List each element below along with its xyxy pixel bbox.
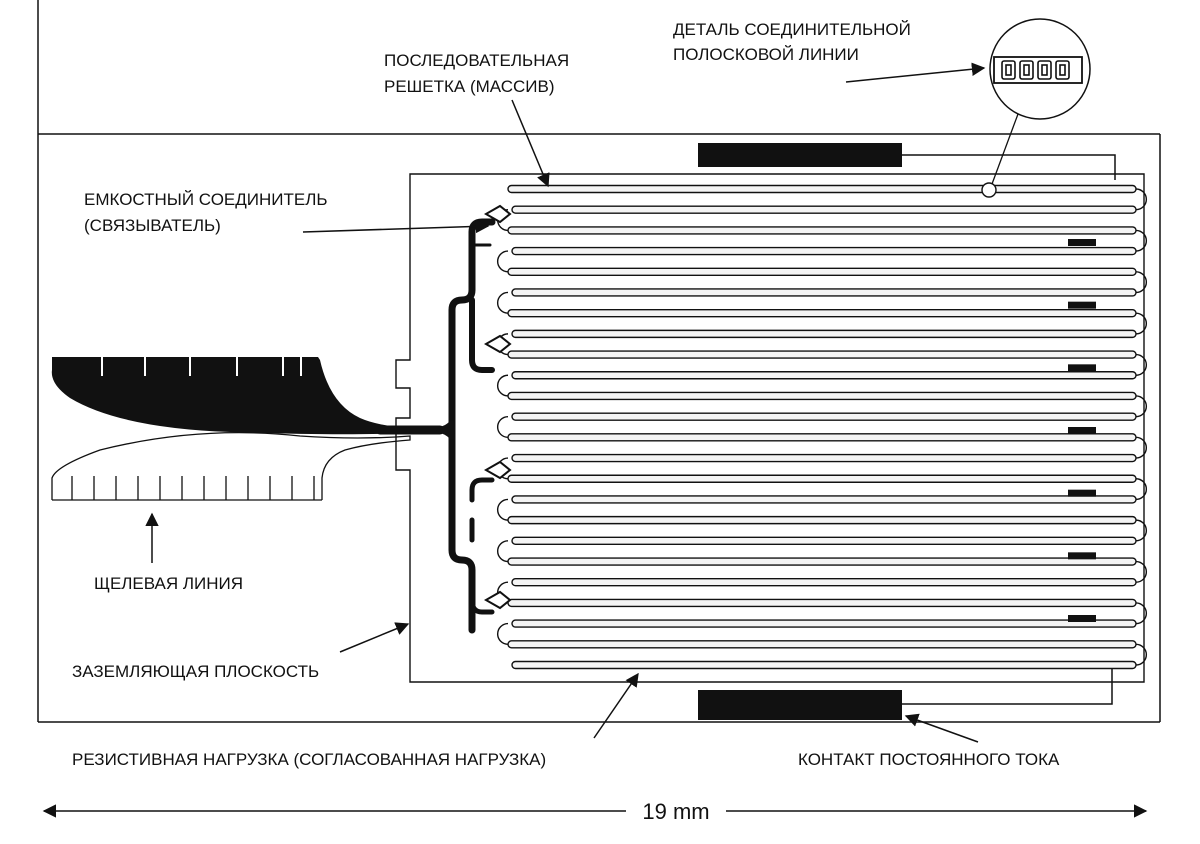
- meander-bend: [1135, 271, 1147, 294]
- ground-plane: [395, 173, 1145, 683]
- load-resistor: [1068, 552, 1096, 560]
- meander-bend: [497, 291, 509, 314]
- label-cap-coupler-line2: (СВЯЗЫВАТЕЛЬ): [84, 216, 221, 235]
- meander-line: [511, 412, 1137, 421]
- meander-bend: [497, 540, 509, 563]
- label-serial-grid-line2: РЕШЕТКА (МАССИВ): [384, 77, 555, 96]
- meander-bend: [1135, 478, 1147, 501]
- dc-contact-pad-bottom: [698, 690, 902, 720]
- meander-bend: [497, 250, 509, 273]
- label-cap-coupler-line1: ЕМКОСТНЫЙ СОЕДИНИТЕЛЬ: [84, 190, 328, 209]
- meander-bend: [1135, 519, 1147, 542]
- meander-line: [507, 557, 1137, 566]
- dimension-label: 19 mm: [642, 799, 709, 824]
- leader-arrows: [145, 62, 986, 743]
- meander-bend: [1135, 188, 1147, 211]
- meander-line: [511, 536, 1137, 546]
- meander-line: [511, 660, 1137, 670]
- meander-line: [507, 308, 1137, 318]
- meander-bend: [1135, 643, 1147, 666]
- load-resistor: [1068, 301, 1096, 309]
- meander-bend: [1135, 560, 1147, 583]
- meander-bend: [1135, 353, 1147, 376]
- meander-line: [507, 226, 1137, 235]
- meander-bend: [1135, 395, 1147, 418]
- meander-line: [511, 329, 1137, 339]
- meander-bend: [497, 415, 509, 439]
- meander-line: [507, 184, 1137, 194]
- load-resistor: [1068, 239, 1096, 246]
- load-resistor: [1068, 615, 1096, 622]
- label-strip-detail-line1: ДЕТАЛЬ СОЕДИНИТЕЛЬНОЙ: [673, 20, 911, 39]
- load-resistor: [1068, 489, 1096, 497]
- label-serial-grid-line1: ПОСЛЕДОВАТЕЛЬНАЯ: [384, 51, 569, 70]
- meander-line: [507, 515, 1137, 525]
- capacitive-couplers: [483, 204, 512, 610]
- meander-line: [511, 246, 1137, 256]
- feed-network: [375, 218, 496, 634]
- meander-bend: [497, 622, 509, 646]
- strip-line-detail: [981, 18, 1091, 198]
- slot-line: [51, 357, 411, 501]
- meander-line: [511, 288, 1137, 297]
- load-resistor: [1068, 427, 1096, 434]
- meander-line: [511, 619, 1137, 628]
- meander-bend: [1135, 312, 1147, 335]
- meander-line: [507, 474, 1137, 483]
- meander-line: [511, 205, 1137, 214]
- label-ground-plane: ЗАЗЕМЛЯЮЩАЯ ПЛОСКОСТЬ: [72, 662, 319, 681]
- meander-line: [507, 640, 1137, 649]
- meander-line: [507, 267, 1137, 276]
- dc-wires: [902, 154, 1116, 705]
- meander-line: [507, 598, 1137, 608]
- label-dc-contact: КОНТАКТ ПОСТОЯННОГО ТОКА: [798, 750, 1060, 769]
- load-resistors: [1068, 239, 1096, 622]
- label-resistive-load: РЕЗИСТИВНАЯ НАГРУЗКА (СОГЛАСОВАННАЯ НАГР…: [72, 750, 546, 769]
- load-resistor: [1068, 364, 1096, 372]
- label-slot-line: ЩЕЛЕВАЯ ЛИНИЯ: [94, 574, 243, 593]
- meander-bend: [1135, 602, 1147, 625]
- meander-bend: [1135, 436, 1147, 459]
- meander-bend: [1135, 229, 1147, 252]
- substrate-frame: [37, 0, 1161, 723]
- meander-bend: [497, 374, 509, 397]
- meander-line: [511, 371, 1137, 380]
- meander-line: [507, 391, 1137, 401]
- dc-contact-pad-top: [698, 143, 902, 167]
- meander-line: [511, 453, 1137, 463]
- meander-line: [507, 433, 1137, 442]
- meander-line: [511, 495, 1137, 504]
- meander-bend: [497, 498, 509, 521]
- meander-line: [511, 578, 1137, 587]
- meander-line: [507, 350, 1137, 359]
- meander-grid: [497, 184, 1147, 670]
- label-strip-detail-line2: ПОЛОСКОВОЙ ЛИНИИ: [673, 45, 859, 64]
